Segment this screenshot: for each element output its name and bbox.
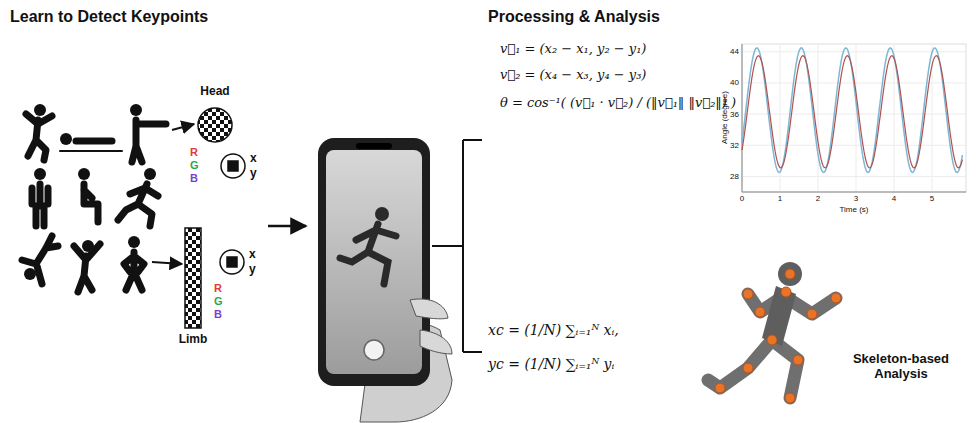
- formula: v⃗₂ = (x₄ − x₃, y₄ − y₃): [500, 68, 646, 83]
- tick-label: 4: [892, 194, 896, 203]
- head-patch: Head: [192, 84, 238, 144]
- formula: xc = (1/N) ∑ᵢ₌₁ᴺ xᵢ,: [488, 322, 619, 338]
- pointer-arrow: [152, 262, 182, 264]
- caption-label: Skeleton-based Analysis: [838, 352, 964, 382]
- tick-label: 40: [730, 78, 739, 87]
- phone-illustration: [318, 138, 452, 422]
- channel-label: G: [214, 295, 223, 308]
- tick-label: 1: [778, 194, 782, 203]
- formula: yc = (1/N) ∑ᵢ₌₁ᴺ yᵢ: [488, 356, 614, 372]
- bracket: [432, 140, 482, 352]
- angle-chart: [742, 44, 966, 192]
- coord-label: x: [250, 152, 257, 166]
- tick-label: 2: [816, 194, 820, 203]
- coord-label: y: [250, 167, 257, 181]
- axis-title: Time (s): [839, 205, 868, 214]
- tick-label: 5: [930, 194, 934, 203]
- channel-label: B: [190, 172, 198, 185]
- channel-label: G: [190, 159, 199, 172]
- skeleton-runner: [708, 262, 841, 403]
- pixel-zoom: [220, 154, 245, 274]
- section-title: Learn to Detect Keypoints: [10, 8, 208, 26]
- tick-label: 3: [854, 194, 858, 203]
- formula: θ = cos⁻¹( (v⃗₁ · v⃗₂) / (‖v⃗₁‖ ‖v⃗₂‖) ): [500, 96, 736, 111]
- tick-label: 0: [740, 194, 744, 203]
- tick-label: 32: [730, 141, 739, 150]
- channel-label: R: [190, 146, 198, 159]
- axis-title: Angle (degree): [719, 92, 728, 145]
- tick-label: 44: [730, 47, 739, 56]
- formula: v⃗₁ = (x₂ − x₁, y₂ − y₁): [500, 42, 646, 57]
- patch-label: Limb: [176, 332, 210, 346]
- pointer-arrow: [172, 124, 194, 130]
- tick-label: 36: [730, 110, 739, 119]
- section-title: Processing & Analysis: [488, 8, 660, 26]
- channel-label: B: [214, 308, 222, 321]
- coord-label: y: [249, 263, 256, 277]
- flow-arrow: [268, 225, 306, 228]
- channel-label: R: [214, 282, 222, 295]
- pose-icons: [22, 104, 166, 292]
- patch-label: Head: [192, 84, 238, 98]
- coord-label: x: [249, 248, 256, 262]
- limb-patch: Limb: [176, 224, 210, 352]
- tick-label: 28: [730, 172, 739, 181]
